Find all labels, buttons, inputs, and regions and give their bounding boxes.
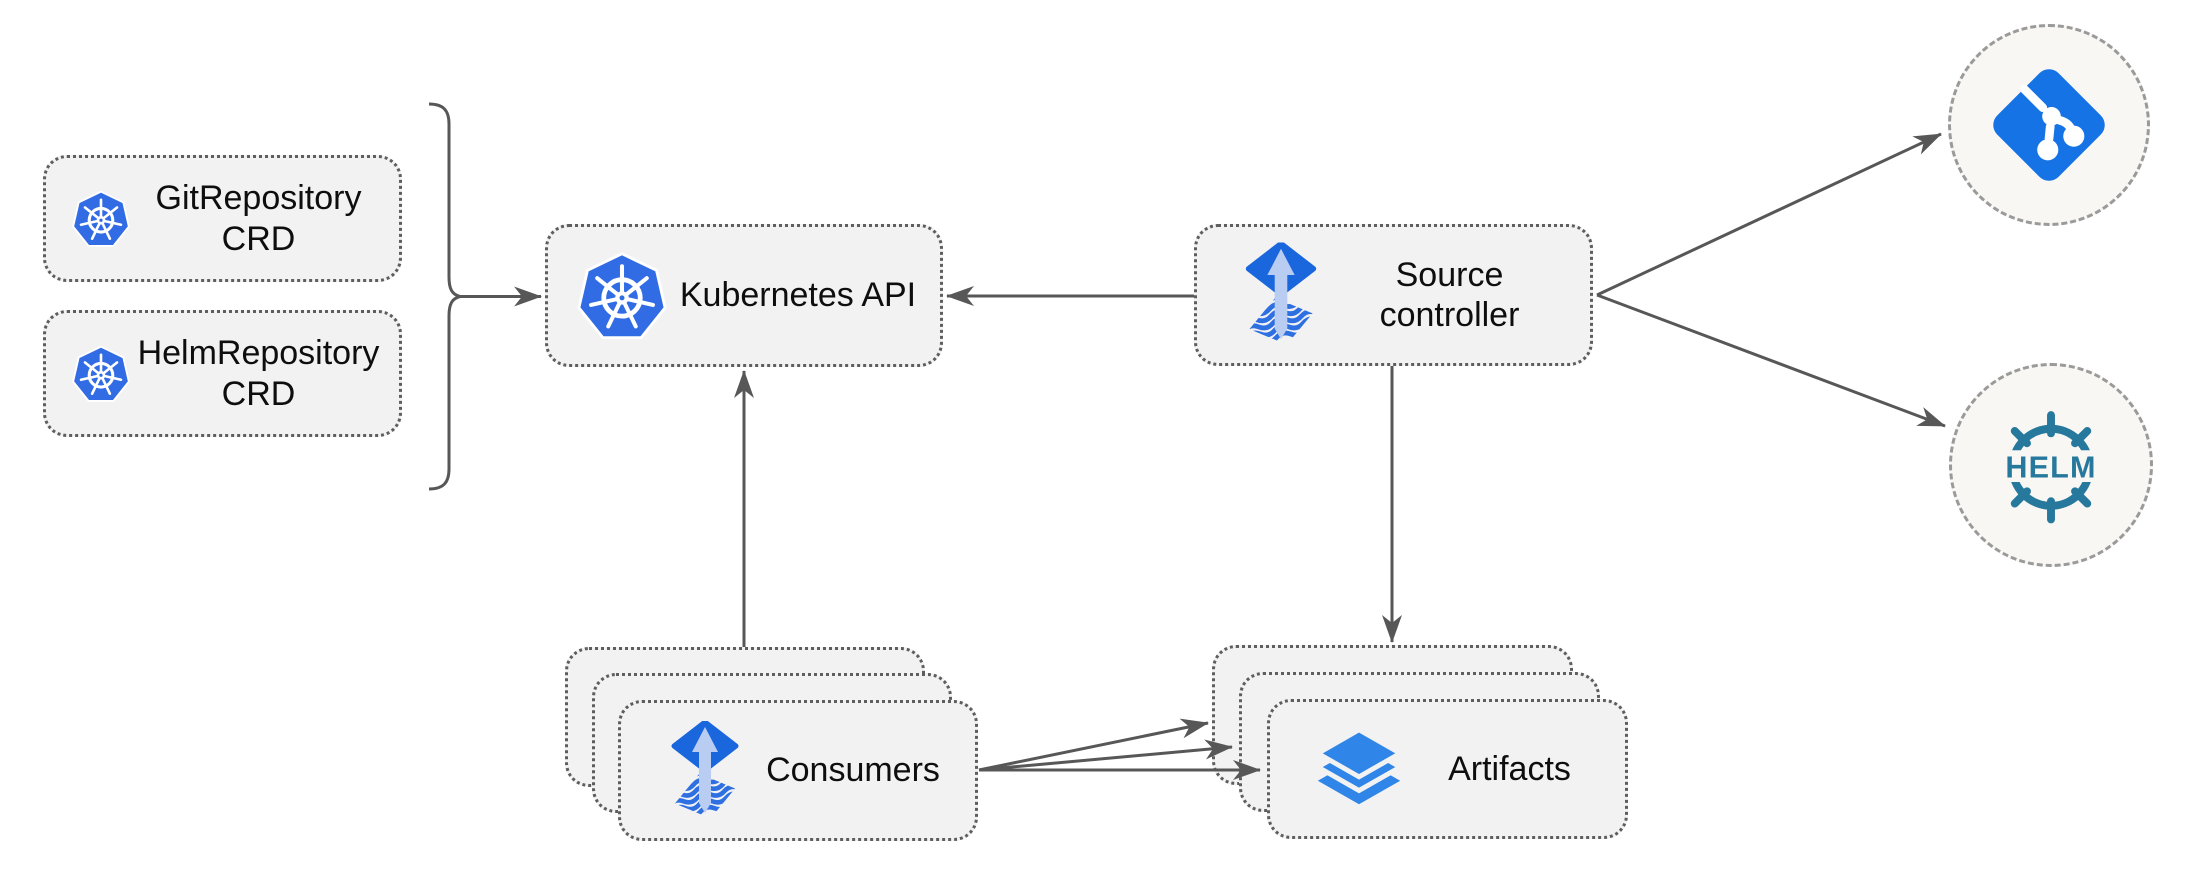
node-helm-repository-crd: HelmRepository CRD xyxy=(43,310,402,437)
node-artifacts: Artifacts xyxy=(1267,699,1628,839)
helm-logo-icon: HELM xyxy=(1983,397,2119,533)
node-label: Consumers xyxy=(766,751,940,790)
node-git-repository-crd: GitRepository CRD xyxy=(43,155,402,282)
crd-group-bracket xyxy=(428,102,461,491)
node-source-controller: Source controller xyxy=(1194,224,1593,366)
node-helm-repository: HELM xyxy=(1949,363,2153,567)
edge-consumers-to-artifacts-2 xyxy=(978,739,1233,772)
node-label: GitRepository CRD xyxy=(155,179,362,258)
node-label: Source controller xyxy=(1379,255,1520,334)
helm-logo-text: HELM xyxy=(2005,450,2096,484)
node-kubernetes-api: Kubernetes API xyxy=(545,224,943,367)
edge-source-controller-to-helm-repository xyxy=(1596,293,1946,428)
node-consumers: Consumers xyxy=(618,700,978,841)
layers-icon xyxy=(1310,720,1408,818)
edge-source-controller-to-git-server xyxy=(1596,132,1942,297)
kubernetes-logo-icon xyxy=(574,248,670,344)
edge-consumers-to-artifacts-1 xyxy=(978,718,1209,772)
flux-source-controller-icon xyxy=(1239,242,1323,348)
git-logo-icon xyxy=(1987,63,2111,187)
node-label: Artifacts xyxy=(1448,749,1571,788)
kubernetes-logo-icon xyxy=(70,188,132,250)
node-label: Kubernetes API xyxy=(679,276,917,315)
node-label: HelmRepository CRD xyxy=(137,334,380,413)
kubernetes-logo-icon xyxy=(70,343,132,405)
node-git-server xyxy=(1948,24,2150,226)
flux-source-controller-icon xyxy=(665,721,745,821)
